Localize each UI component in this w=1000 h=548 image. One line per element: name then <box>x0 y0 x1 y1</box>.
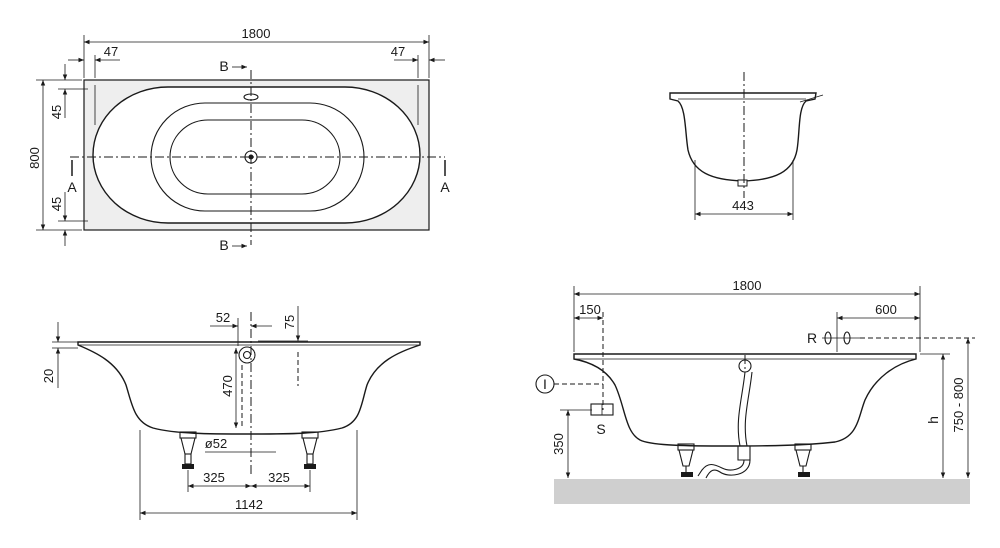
top-edge-right-label: 47 <box>391 44 405 59</box>
top-rim-top-label: 45 <box>49 105 64 119</box>
front-d20-label: 20 <box>41 369 56 383</box>
top-length-label: 1800 <box>242 26 271 41</box>
tap-left-icon <box>824 331 832 345</box>
inlet-i-label: I <box>543 376 547 392</box>
front-leg-left <box>179 431 197 469</box>
siphon-pipe <box>737 371 753 447</box>
tap-right-icon <box>843 331 851 345</box>
drain-diameter-label: ø52 <box>205 436 227 451</box>
top-edge-left-label: 47 <box>104 44 118 59</box>
waste-s-label: S <box>596 421 605 437</box>
top-view-bottom <box>169 119 341 195</box>
side-view-tub <box>573 353 917 447</box>
side-leg-right <box>794 443 812 477</box>
section-a-right-label: A <box>440 179 450 195</box>
leg-left-distance-label: 325 <box>203 470 225 485</box>
top-view-inner-basin <box>150 102 365 212</box>
cross-section-view: 443 <box>669 72 824 220</box>
side-d150-label: 150 <box>579 302 601 317</box>
side-leg-left <box>677 443 695 477</box>
front-d75-label: 75 <box>282 315 297 329</box>
section-b-bottom-label: B <box>219 237 228 253</box>
front-d470-label: 470 <box>220 375 235 397</box>
front-d52-label: 52 <box>216 310 230 325</box>
overflow-icon <box>243 93 259 101</box>
side-height-range-label: 750 - 800 <box>951 378 966 433</box>
top-width-label: 800 <box>27 147 42 169</box>
side-view: 1800 150 600 R I S 350 h 750 - 800 <box>535 278 975 504</box>
drain-icon <box>244 150 258 164</box>
cross-section-drain <box>737 179 748 187</box>
cross-section-tub <box>669 92 817 182</box>
front-leg-right <box>301 431 319 469</box>
section-b-top-label: B <box>219 58 228 74</box>
floor <box>554 479 970 504</box>
tap-r-label: R <box>807 330 817 346</box>
leg-right-distance-label: 325 <box>268 470 290 485</box>
front-view-tub <box>77 341 421 435</box>
top-rim-bottom-label: 45 <box>49 197 64 211</box>
side-d350-label: 350 <box>551 433 566 455</box>
front-overflow-icon <box>238 346 256 364</box>
front-view: 52 75 20 470 ø52 325 325 1142 <box>41 306 421 520</box>
drain-center-icon <box>248 154 254 160</box>
base-length-label: 1142 <box>235 497 263 512</box>
top-view: 1800 47 47 800 45 45 A A B B <box>27 26 450 253</box>
section-a-left-label: A <box>67 179 77 195</box>
side-d600-label: 600 <box>875 302 897 317</box>
side-h-label: h <box>925 416 941 424</box>
base-width-label: 443 <box>732 198 754 213</box>
side-length-label: 1800 <box>733 278 762 293</box>
